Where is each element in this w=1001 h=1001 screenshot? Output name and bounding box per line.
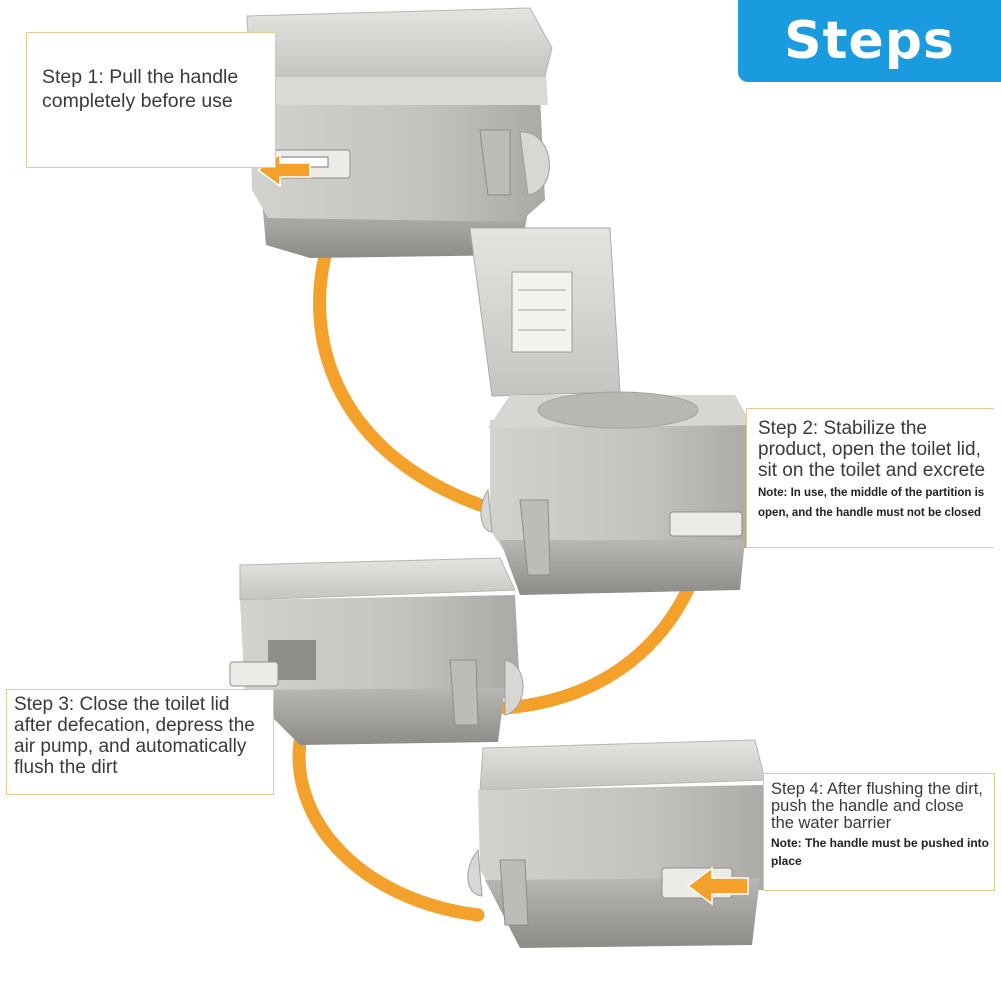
step3-text: Step 3: Close the toilet lid after defec… [14,694,255,778]
steps-badge: Steps [738,0,1001,82]
step3-callout: Step 3: Close the toilet lid after defec… [6,689,274,795]
step2-callout: Step 2: Stabilize the product, open the … [746,408,994,548]
handle-push-arrow [686,866,749,906]
step2-text: Step 2: Stabilize the product, open the … [758,418,986,481]
step4-text: Step 4: After flushing the dirt, push th… [771,780,983,832]
step1-callout: Step 1: Pull the handle completely befor… [26,32,276,168]
steps-title: Steps [784,11,955,71]
toilet-step3 [229,557,524,745]
step2-note: Note: In use, the middle of the partitio… [758,487,985,519]
flow-arrow [292,231,697,922]
step4-callout: Step 4: After flushing the dirt, push th… [763,773,995,891]
step1-text: Step 1: Pull the handle completely befor… [42,66,239,112]
toilet-step1 [246,7,553,258]
toilet-step4 [467,739,768,948]
step4-note: Note: The handle must be pushed into pla… [771,836,990,868]
toilet-step2 [469,227,755,595]
